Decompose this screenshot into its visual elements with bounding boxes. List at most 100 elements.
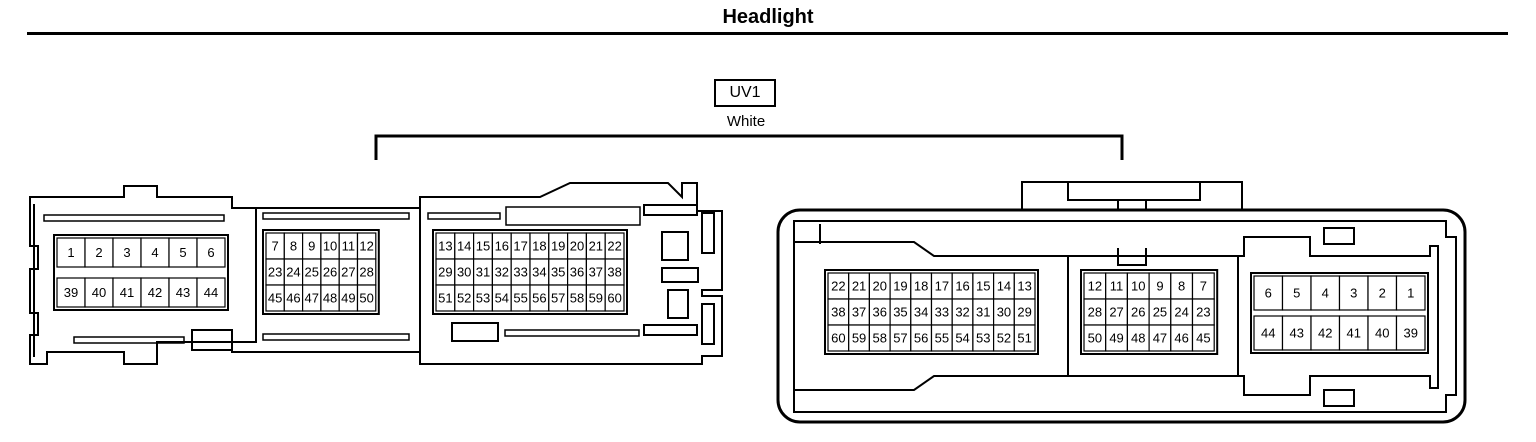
pin-number: 33: [935, 305, 949, 320]
pin-number: 4: [1322, 286, 1329, 301]
pin-number: 50: [1088, 331, 1102, 346]
pin-number: 46: [1174, 331, 1188, 346]
pin-number: 41: [1347, 326, 1361, 341]
pin-cell: [84, 237, 114, 268]
connector-color: White: [726, 113, 766, 130]
pin-number: 7: [272, 239, 279, 254]
pin-cell: [112, 277, 142, 308]
pin-number: 57: [893, 331, 907, 346]
pin-number: 10: [323, 239, 337, 254]
pin-number: 19: [551, 239, 565, 254]
pin-number: 39: [64, 285, 78, 300]
pin-number: 42: [148, 285, 162, 300]
pin-number: 4: [151, 245, 158, 260]
pin-number: 14: [997, 279, 1011, 294]
pin-number: 36: [873, 305, 887, 320]
right-connector-group-frame: [1250, 272, 1429, 354]
pin-number: 12: [1088, 279, 1102, 294]
diagram-title: Headlight: [722, 6, 814, 28]
pin-number: 45: [268, 291, 282, 306]
pin-number: 22: [831, 279, 845, 294]
pin-number: 8: [290, 239, 297, 254]
left-connector-group-frame: [262, 229, 380, 315]
pin-number: 23: [268, 265, 282, 280]
pin-number: 45: [1196, 331, 1210, 346]
pin-number: 5: [179, 245, 186, 260]
pin-number: 6: [207, 245, 214, 260]
pin-number: 24: [286, 265, 300, 280]
pin-number: 11: [342, 239, 356, 254]
pin-number: 58: [570, 291, 584, 306]
pin-number: 16: [495, 239, 509, 254]
pin-number: 36: [570, 265, 584, 280]
pin-number: 13: [438, 239, 452, 254]
pin-number: 7: [1200, 279, 1207, 294]
pin-number: 13: [1017, 279, 1031, 294]
pin-number: 55: [935, 331, 949, 346]
pin-number: 28: [1088, 305, 1102, 320]
pin-number: 8: [1178, 279, 1185, 294]
pin-number: 55: [513, 291, 527, 306]
pin-number: 25: [305, 265, 319, 280]
pin-cell: [1013, 324, 1036, 352]
pin-cell: [356, 284, 377, 312]
pin-number: 28: [359, 265, 373, 280]
pin-number: 5: [1293, 286, 1300, 301]
pin-number: 20: [570, 239, 584, 254]
pin-number: 3: [1350, 286, 1357, 301]
connector-code: UV1: [714, 79, 776, 107]
pin-number: 47: [1153, 331, 1167, 346]
pin-number: 34: [914, 305, 928, 320]
pin-number: 22: [607, 239, 621, 254]
pin-number: 43: [176, 285, 190, 300]
pin-number: 39: [1404, 326, 1418, 341]
left-connector-group-frame: [432, 229, 628, 315]
pin-cell: [56, 237, 86, 268]
pin-number: 16: [955, 279, 969, 294]
pin-number: 44: [204, 285, 218, 300]
pin-number: 50: [359, 291, 373, 306]
pin-number: 37: [589, 265, 603, 280]
pin-number: 2: [1379, 286, 1386, 301]
bracket: [374, 134, 1124, 160]
pin-number: 42: [1318, 326, 1332, 341]
pin-number: 58: [873, 331, 887, 346]
pin-number: 9: [308, 239, 315, 254]
pin-number: 30: [457, 265, 471, 280]
pin-number: 40: [1375, 326, 1389, 341]
pin-cell: [84, 277, 114, 308]
pin-number: 56: [532, 291, 546, 306]
pin-number: 49: [1109, 331, 1123, 346]
pin-number: 25: [1153, 305, 1167, 320]
pin-number: 14: [457, 239, 471, 254]
pin-cell: [196, 277, 226, 308]
pin-cell: [56, 277, 86, 308]
left-connector-group-frame: [53, 234, 229, 311]
pin-number: 27: [1109, 305, 1123, 320]
pin-number: 21: [589, 239, 603, 254]
pin-number: 6: [1265, 286, 1272, 301]
pin-number: 29: [438, 265, 452, 280]
pin-number: 10: [1131, 279, 1145, 294]
left-connector-body: [29, 182, 723, 365]
pin-number: 9: [1156, 279, 1163, 294]
pin-cell: [112, 237, 142, 268]
right-connector-group-frame: [1080, 269, 1219, 355]
pin-number: 48: [323, 291, 337, 306]
pin-cell: [1338, 315, 1369, 351]
pin-cell: [1338, 275, 1369, 311]
pin-number: 59: [852, 331, 866, 346]
pin-number: 52: [997, 331, 1011, 346]
pin-number: 30: [997, 305, 1011, 320]
pin-number: 32: [955, 305, 969, 320]
pin-number: 31: [976, 305, 990, 320]
pin-number: 23: [1196, 305, 1210, 320]
left-connector-slots: [43, 206, 641, 344]
pin-number: 2: [95, 245, 102, 260]
pin-number: 52: [457, 291, 471, 306]
pin-number: 38: [831, 305, 845, 320]
pin-number: 59: [589, 291, 603, 306]
pin-number: 43: [1290, 326, 1304, 341]
pin-number: 35: [893, 305, 907, 320]
